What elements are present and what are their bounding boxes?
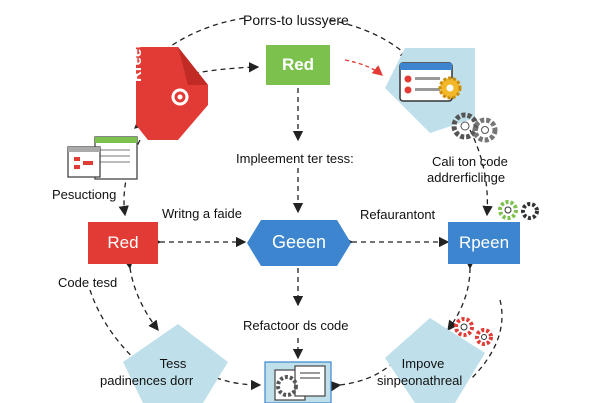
improve-label-2: sinpeonathreal [377, 373, 463, 388]
writing-label: Writng a faide [162, 206, 242, 221]
red-node-left: Red [88, 222, 158, 264]
green-node-center [247, 220, 351, 266]
red-flag-label: Rreet [128, 43, 145, 82]
improve-label-1: Impove [401, 356, 445, 371]
calition-label-2: addrerficlinge [427, 170, 506, 185]
tess-label-1: Tess [159, 356, 187, 371]
improve-shape [385, 318, 485, 403]
gear-icon [498, 200, 539, 220]
document-icon [67, 136, 138, 180]
gear-icon [454, 317, 493, 346]
refactor-label: Refactoor ds code [243, 318, 349, 333]
refaurant-label: Refaurantont [360, 207, 436, 222]
implement-label: Impleement ter tess: [236, 151, 354, 166]
diagram-title: Porrs-to lussyere [243, 12, 349, 28]
checklist-icon [264, 361, 332, 403]
code-tested-label: Code tesd [58, 275, 118, 290]
red-node-top-label: Red [281, 55, 315, 74]
blue-node-right: Rpeen [448, 222, 520, 264]
browser-window-icon [385, 48, 475, 133]
gear-icon [451, 112, 498, 143]
tess-shape [123, 324, 228, 403]
blue-node-right-label: Rpeen [458, 233, 510, 252]
red-node-top: Red [266, 45, 330, 85]
tess-label-2: padinences dorr [100, 373, 194, 388]
calition-label-1: Cali ton code [432, 154, 508, 169]
red-node-left-label: Red [107, 233, 139, 252]
green-node-center-label: Geeen [271, 232, 327, 252]
red-flag-node [136, 47, 208, 140]
pesuctiong-label: Pesuctiong [52, 187, 117, 202]
